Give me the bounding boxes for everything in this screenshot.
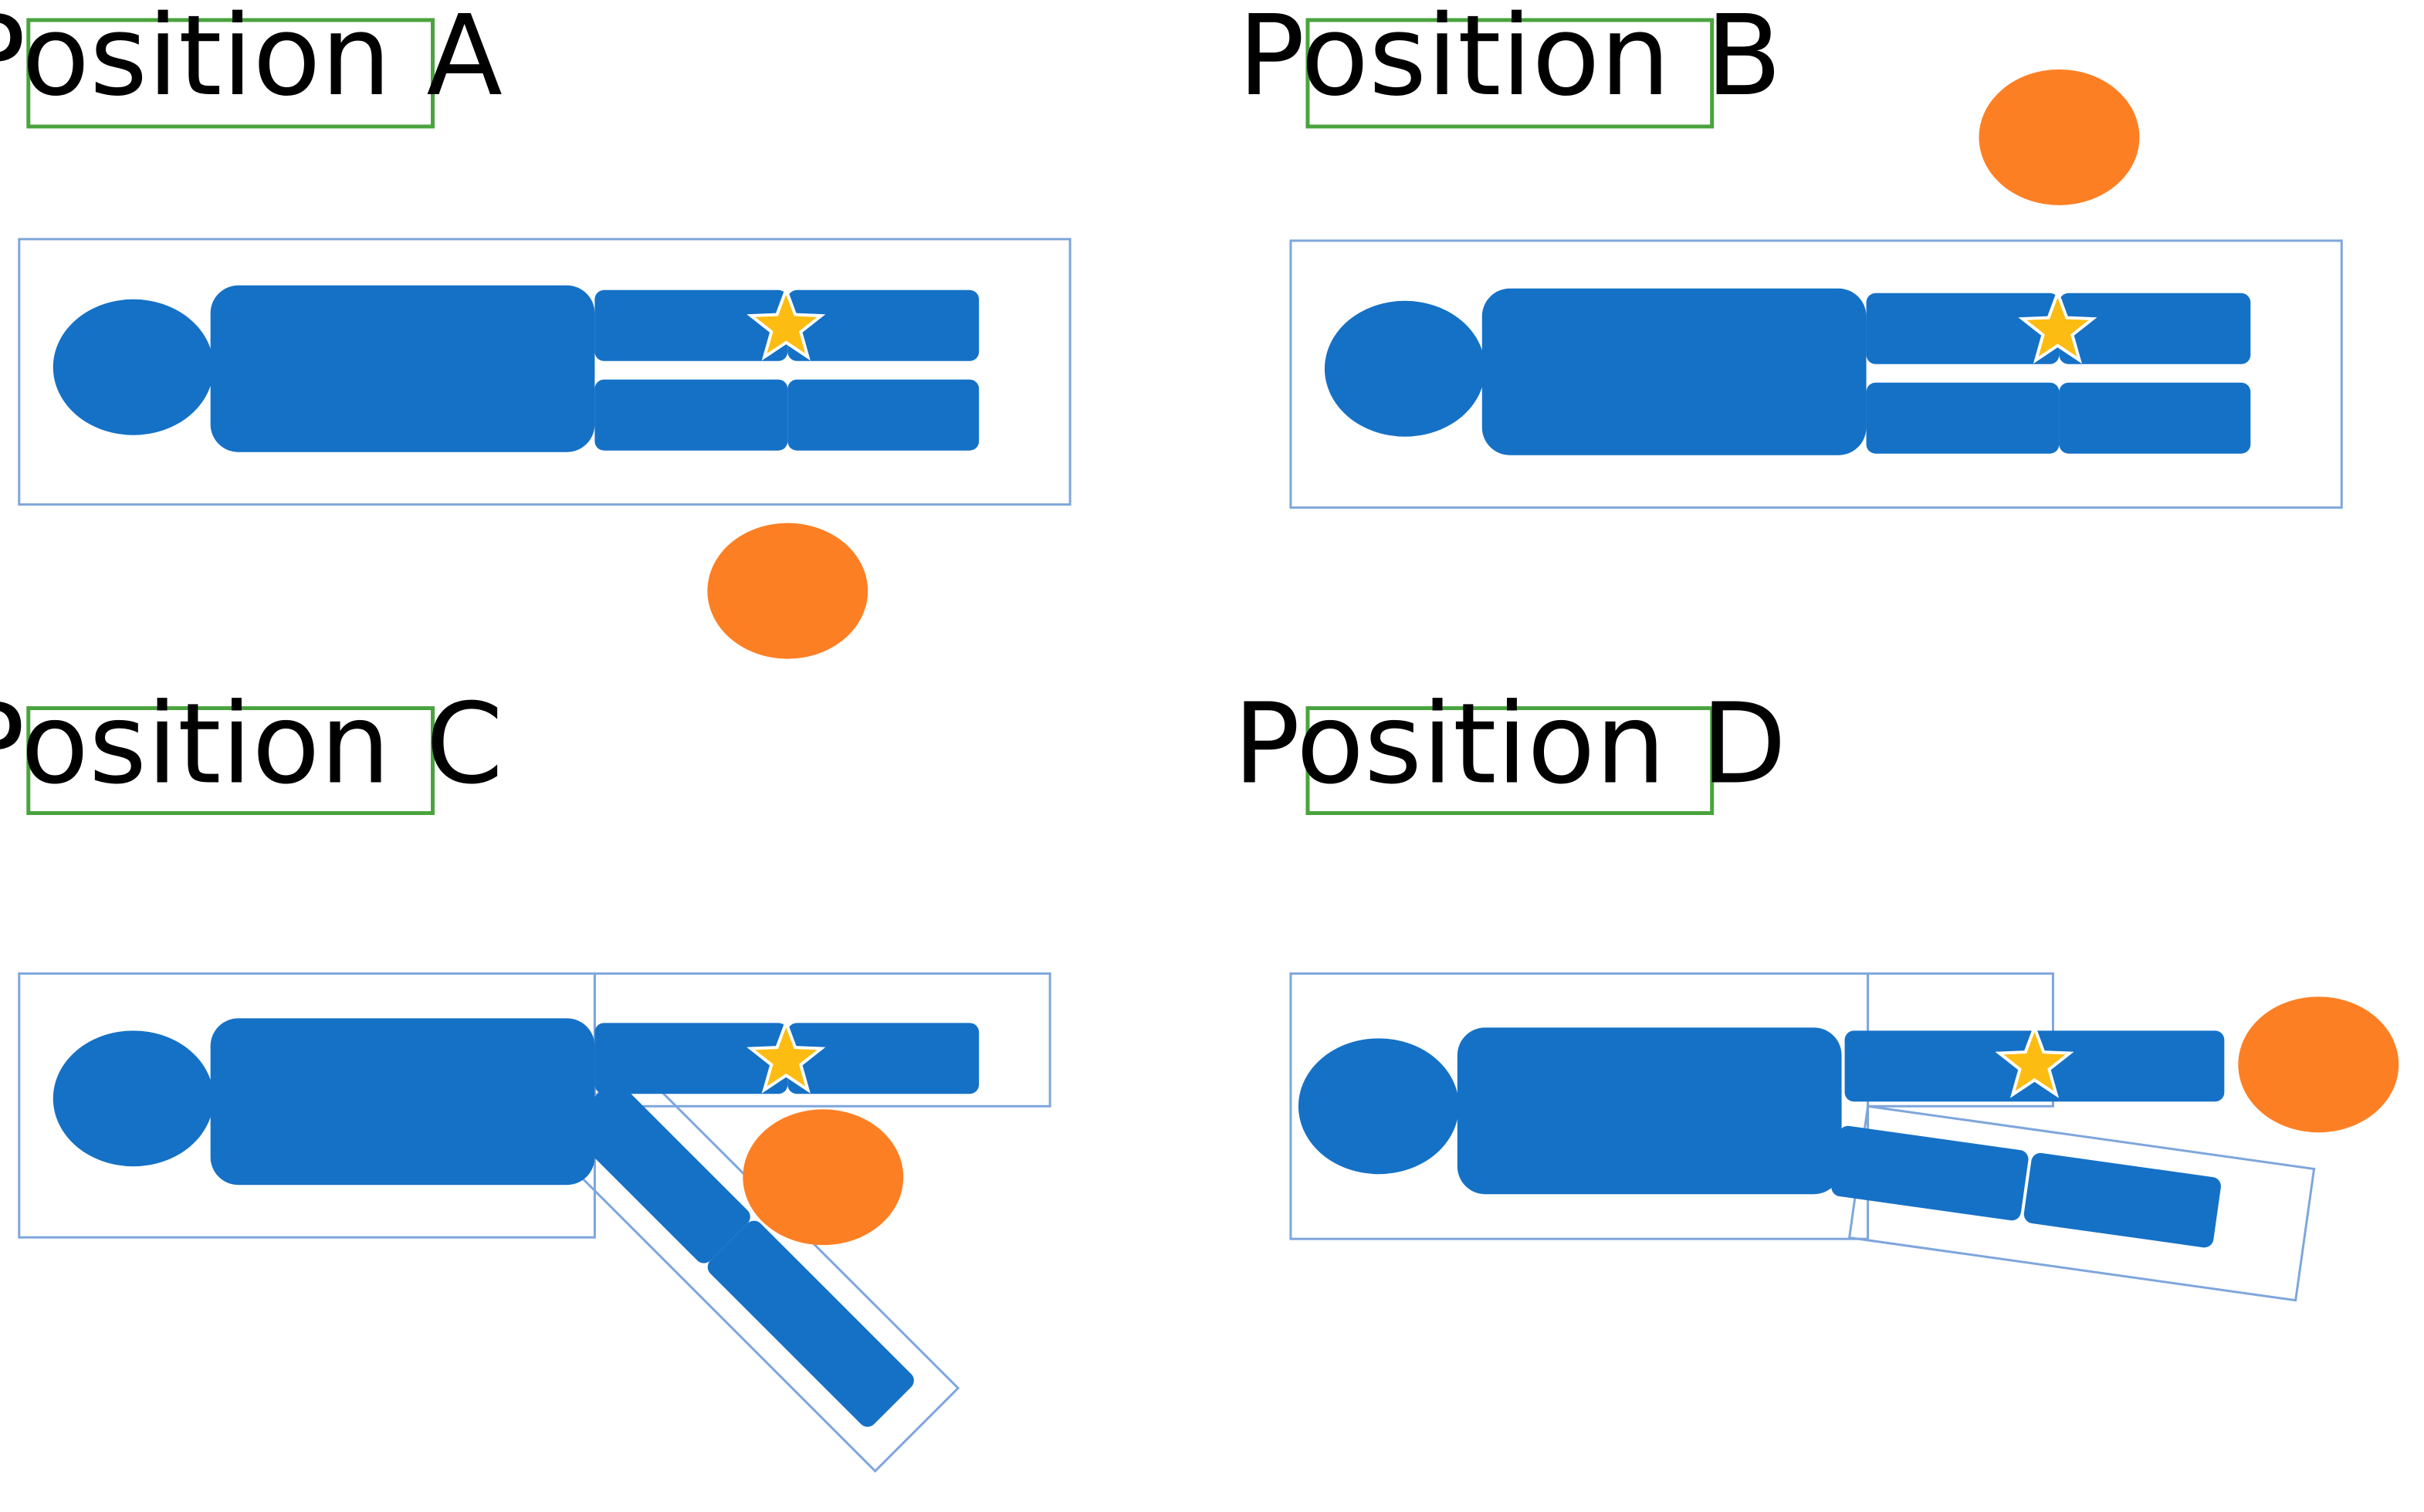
torso [1457,1027,1842,1195]
position-c-label: Position C [0,678,503,808]
orange-marker [707,523,868,659]
patient-figure [52,285,980,452]
panel-position-b: Position B [1237,0,2343,509]
angled-leg [1831,1125,2221,1248]
star-icon [746,1018,826,1094]
position-d-label-box: Position D [1233,678,1786,815]
position-c-label-box: Position C [0,678,503,815]
patient-figure [1298,1027,2225,1248]
angled-leg [567,1081,914,1427]
head [52,1030,214,1167]
straight-leg-thigh [594,1023,788,1094]
straight-leg-shin [787,1023,980,1094]
head [1298,1038,1459,1175]
angled-leg-shin [707,1220,914,1427]
bed-outline [1289,239,2343,509]
lower-leg-shin [2059,382,2251,454]
lower-leg-thigh [594,379,788,451]
position-a-label-box: Position A [0,0,503,129]
patient-figure [52,1018,980,1427]
position-b-label: Position B [1237,0,1782,120]
torso [1481,288,1867,455]
head [52,299,214,435]
position-b-label-box: Position B [1237,0,1782,129]
angled-leg-thigh [567,1081,750,1263]
angled-leg-shin [2023,1152,2221,1248]
torso [210,1018,595,1186]
star-icon [2018,289,2097,364]
upper-leg-shin [787,289,980,361]
upper-leg-shin [2059,293,2251,364]
patient-figure [1324,288,2251,455]
upper-leg-thigh [594,289,788,361]
panel-position-a: Position A [0,0,1072,659]
head [1324,300,1485,437]
orange-marker [2238,996,2399,1133]
angled-leg-thigh [1831,1125,2029,1221]
torso [210,285,595,452]
position-a-label: Position A [0,0,503,120]
position-d-label: Position D [1233,678,1786,808]
lower-leg-thigh [1866,382,2060,454]
star-icon [1995,1023,2074,1098]
panel-position-d: Position D [1233,678,2399,1302]
upper-leg-thigh [1866,293,2060,364]
star-icon [746,286,826,361]
orange-marker [1979,69,2140,205]
bed-outline [18,238,1072,506]
panel-position-c: Position C [0,678,1051,1473]
orange-marker [743,1109,904,1246]
lower-leg-shin [787,379,980,451]
